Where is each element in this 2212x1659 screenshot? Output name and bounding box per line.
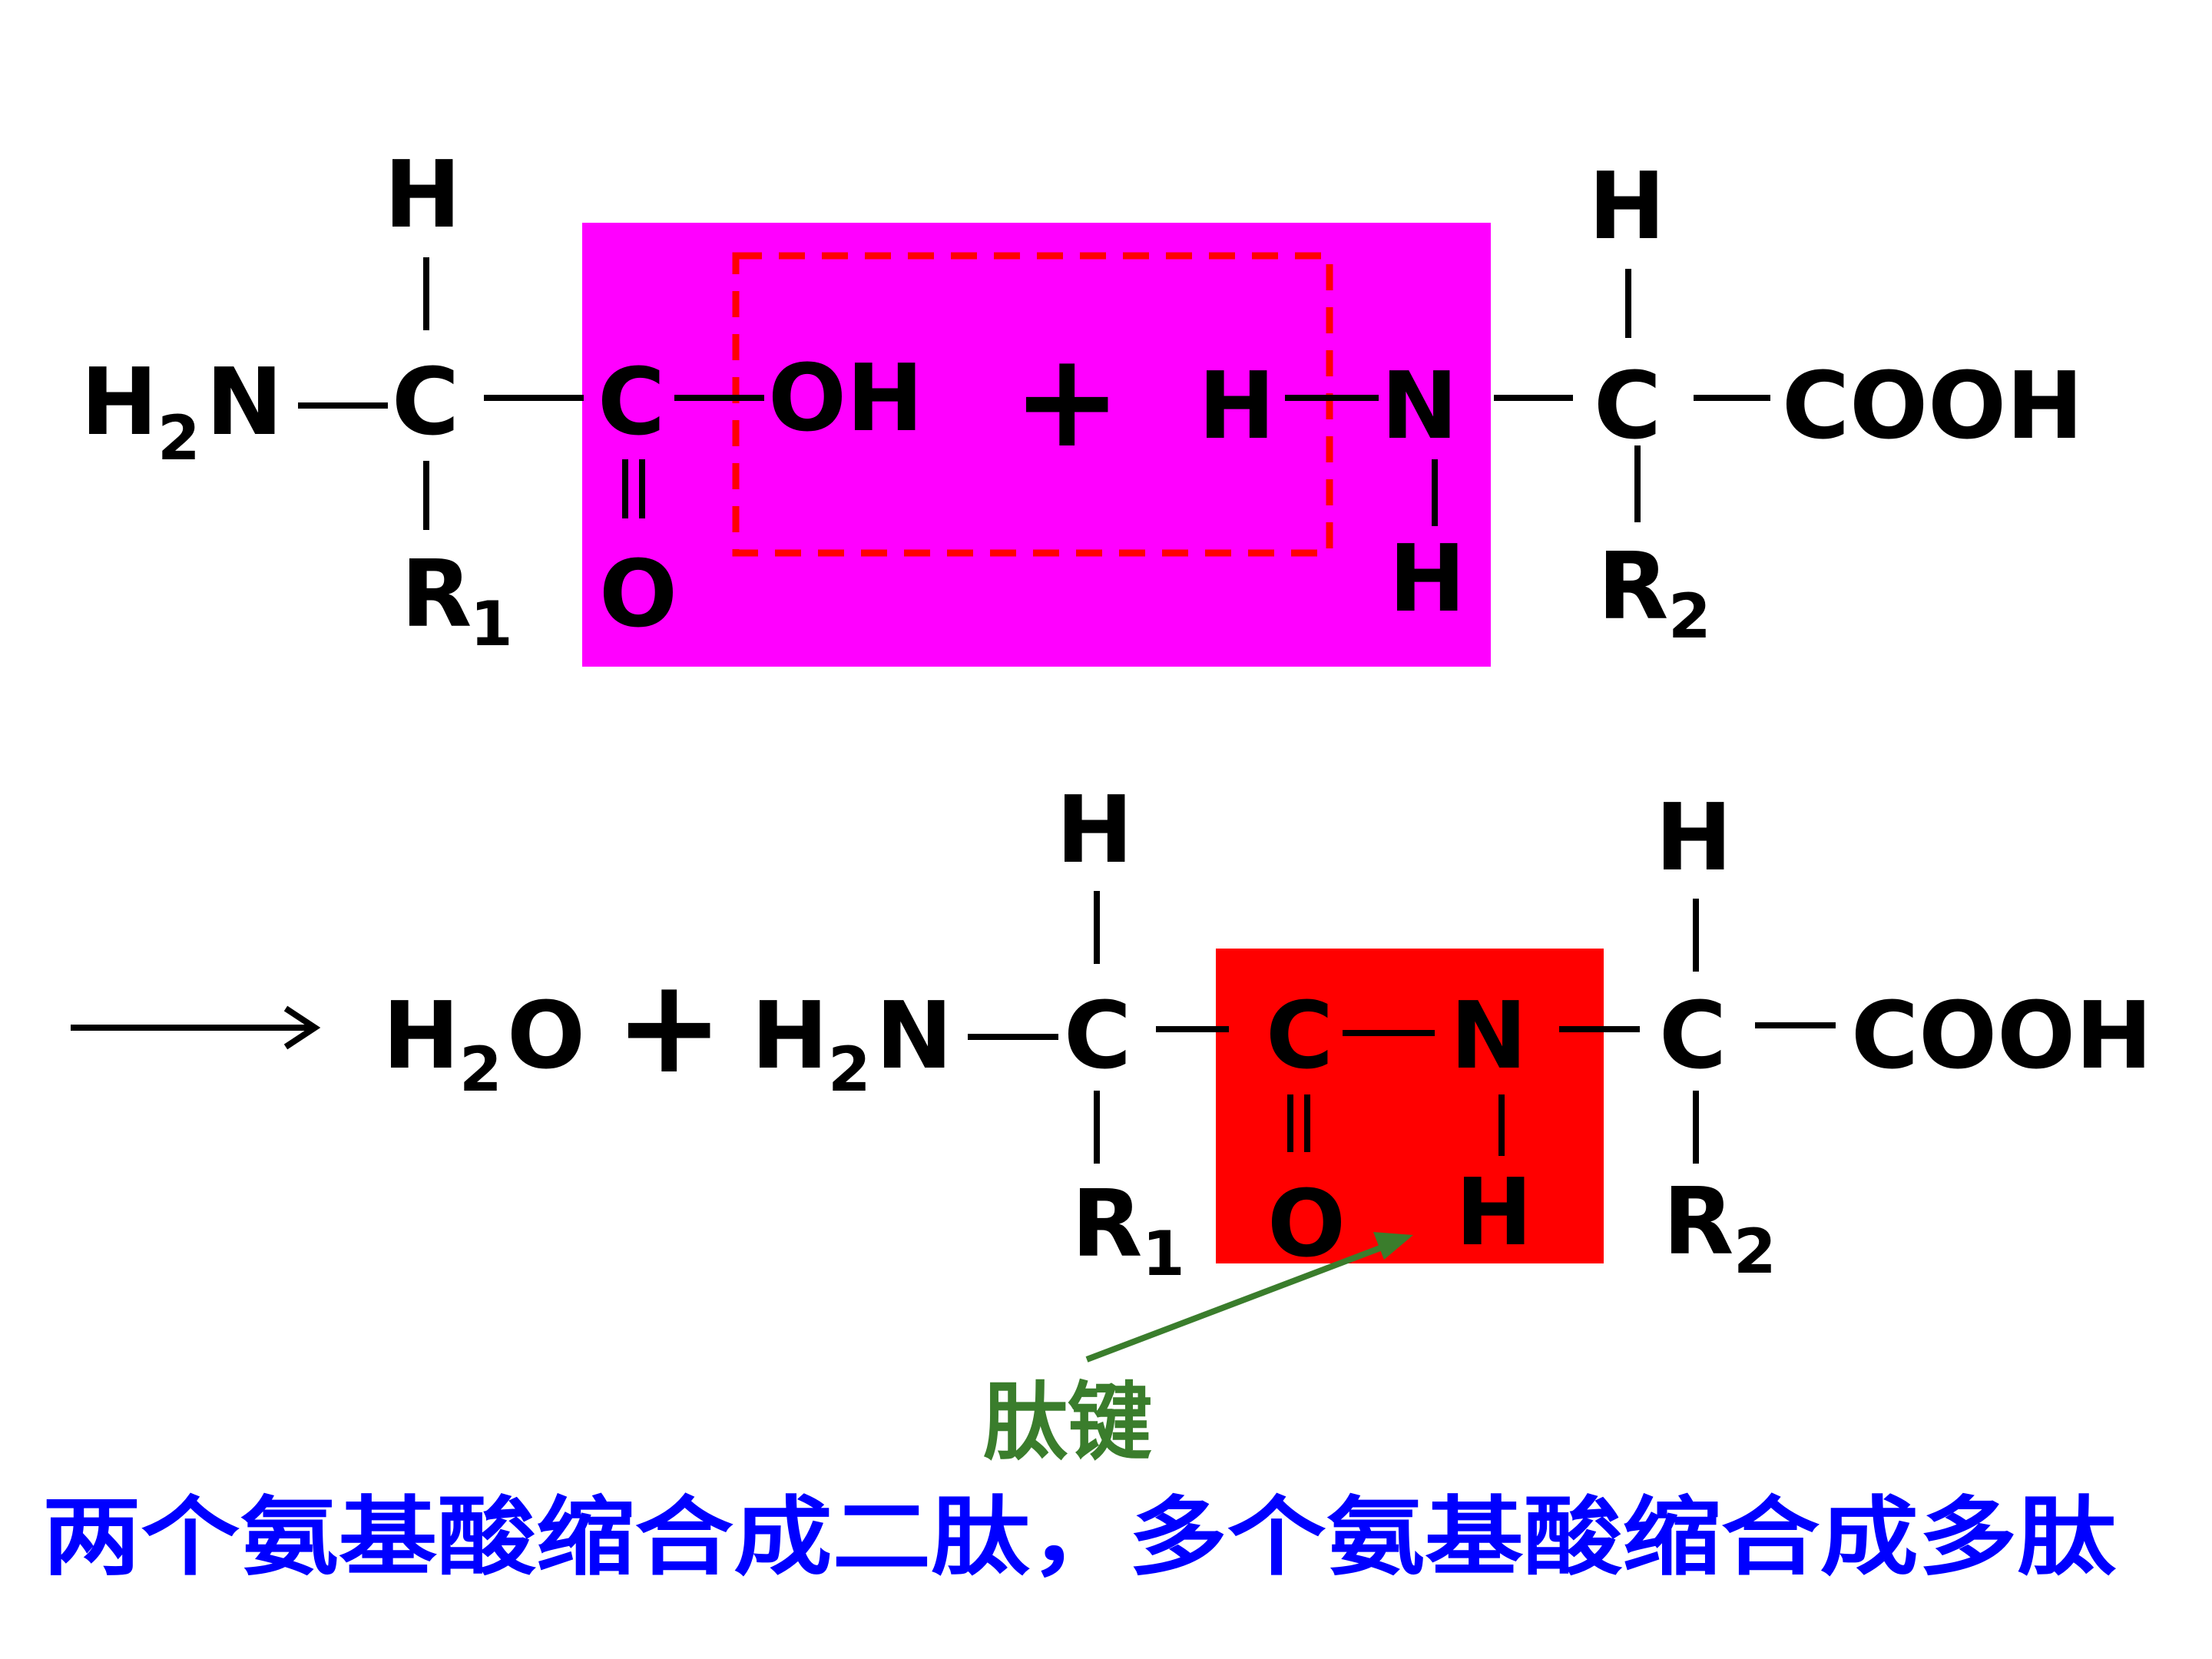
peptide-bond-highlight-box (1216, 949, 1604, 1263)
dipeptide-carboxyl: COOH (1851, 983, 2153, 1090)
caption-text: 两个氨基酸缩合成二肽，多个氨基酸缩合成多肽 (42, 1487, 2117, 1588)
aa2-r-subscript: 2 (1668, 581, 1711, 652)
aa2-n-bottom-h: H (1389, 526, 1465, 633)
reaction-arrow-head (283, 1005, 321, 1050)
dipeptide-carbonyl-carbon: C (1266, 983, 1333, 1090)
dipeptide-top-h-2: H (1655, 785, 1732, 892)
aa1-top-h: H (384, 142, 461, 249)
aa1-r-subscript: 1 (470, 588, 513, 660)
dipeptide-r-subscript-2: 2 (1734, 1216, 1777, 1287)
dipeptide-carbonyl-oxygen: O (1267, 1171, 1346, 1278)
aa2-top-h: H (1588, 154, 1665, 260)
water-h-subscript: 2 (459, 1034, 502, 1105)
peptide-bond-pointer-head (1373, 1232, 1413, 1260)
aa2-amine-h: H (1198, 353, 1275, 460)
aa2-r-group: R (1598, 534, 1668, 641)
peptide-bond-pointer-line (1085, 1241, 1392, 1363)
dipeptide-amino-h: H (751, 983, 828, 1090)
aa1-amino-h-subscript: 2 (157, 402, 200, 474)
dipeptide-r-group-1: R (1071, 1171, 1142, 1278)
dipeptide-r-group-2: R (1663, 1169, 1734, 1276)
dipeptide-peptide-nitrogen: N (1450, 983, 1527, 1090)
dipeptide-top-h-1: H (1056, 777, 1133, 884)
aa1-hydroxyl: OH (768, 346, 923, 452)
water-o: O (507, 983, 585, 1090)
aa1-carbonyl-oxygen: O (599, 541, 677, 648)
dipeptide-alpha-carbon-2: C (1659, 983, 1727, 1090)
dipeptide-amino-n: N (876, 983, 952, 1090)
water-removal-dashed-box (732, 252, 1333, 557)
aa2-alpha-carbon: C (1594, 353, 1661, 460)
product-plus: + (614, 951, 724, 1103)
dipeptide-r-subscript-1: 1 (1142, 1218, 1185, 1290)
aa2-nitrogen: N (1381, 353, 1458, 460)
water-h: H (382, 983, 459, 1090)
aa1-r-group: R (401, 541, 472, 648)
dipeptide-alpha-carbon-1: C (1064, 983, 1131, 1090)
aa2-carboxyl: COOH (1782, 353, 2084, 460)
reactant-plus: + (1012, 325, 1121, 477)
aa1-carboxyl-carbon: C (598, 349, 665, 456)
dipeptide-amino-h-subscript: 2 (828, 1034, 871, 1105)
aa1-amino-n: N (206, 349, 283, 456)
peptide-bond-label: 肽键 (983, 1373, 1152, 1472)
aa1-amino-h: H (81, 349, 157, 456)
aa1-alpha-carbon: C (392, 349, 459, 456)
dipeptide-peptide-n-h: H (1455, 1160, 1532, 1267)
